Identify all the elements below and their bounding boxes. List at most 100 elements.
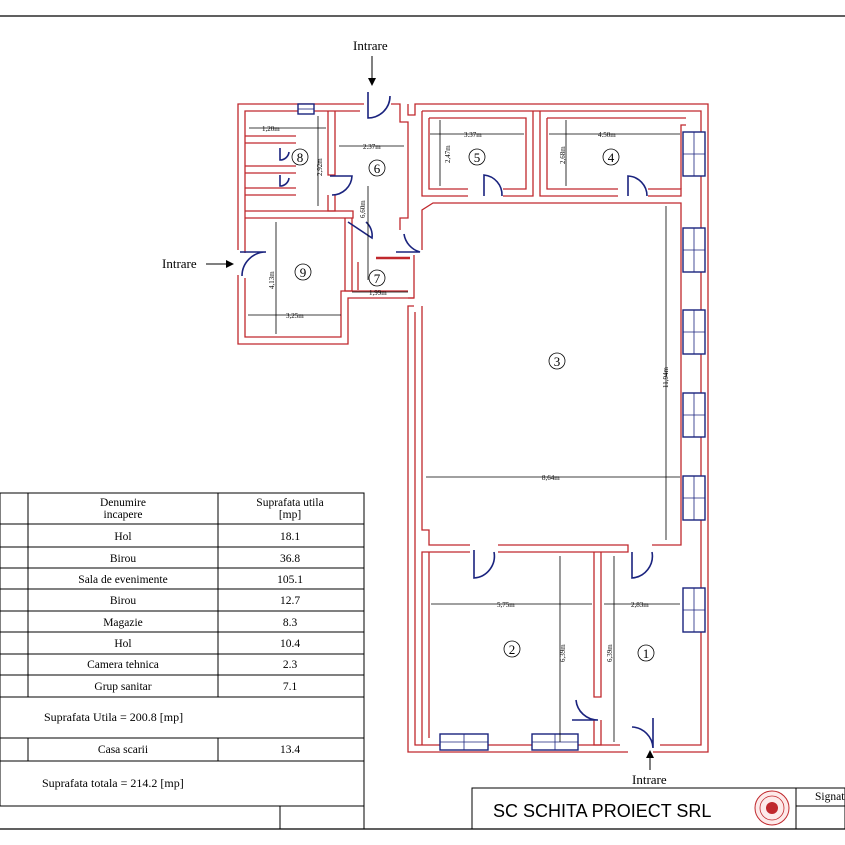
table-grand-total: Suprafata totala = 214.2 [mp]	[42, 776, 184, 790]
dim-r9-width: 3,25m	[286, 312, 304, 320]
table-row-name: Birou	[110, 553, 136, 565]
dim-r9-height: 4,13m	[268, 271, 276, 289]
wall-left-block-inner	[244, 110, 360, 253]
table-row-name: Grup sanitar	[94, 681, 151, 693]
door-room4	[627, 175, 648, 197]
wall-room5-right	[503, 111, 534, 197]
door-entrance-left	[240, 251, 267, 277]
dim-r4-width: 4.50m	[598, 131, 616, 139]
table-header-name-1: Denumire	[100, 497, 146, 509]
doors	[240, 92, 654, 749]
signature-label: Signat	[815, 791, 845, 803]
table-row-area: 2.3	[283, 659, 298, 671]
door-entrance-bottom	[631, 718, 654, 749]
company-stamp	[754, 790, 790, 826]
door-entrance-top	[367, 92, 391, 119]
wall-room3-bottom	[498, 544, 629, 553]
table-row-name: Hol	[114, 638, 131, 650]
table-row-area: 8.3	[283, 617, 298, 629]
wall-room4-inner	[546, 118, 618, 190]
door-room3-top	[396, 233, 421, 253]
door-room8	[330, 175, 353, 196]
dim-r8-height: 2,92m	[316, 158, 324, 176]
room-table-grid	[0, 492, 365, 829]
room-number-6: 6	[374, 161, 381, 176]
dim-r2-width: 5,75m	[497, 601, 515, 609]
room-number-2: 2	[509, 642, 516, 657]
table-row-area: 18.1	[280, 531, 300, 543]
dim-r3-height: 11,94m	[662, 367, 670, 388]
table-row-name: Birou	[110, 595, 136, 607]
wall-room5	[421, 111, 468, 197]
entrance-label-left: Intrare	[162, 256, 197, 271]
table-row-area: 7.1	[283, 681, 298, 693]
entrance-arrowhead-top	[368, 78, 376, 86]
dim-r5-height: 2,47m	[444, 145, 452, 163]
wall-room4-side	[680, 124, 686, 189]
table-row-name: Camera tehnica	[87, 659, 159, 671]
wall-left-block-outer	[237, 103, 364, 250]
wall-main-inner-bottom	[414, 312, 620, 746]
wall-room3-left	[421, 306, 470, 546]
room-number-3: 3	[554, 354, 561, 369]
entrance-arrowhead-left	[226, 260, 234, 268]
wall-main-outer-bottom	[407, 305, 628, 753]
wall-main-outer	[407, 103, 709, 753]
walls	[237, 103, 709, 753]
wall-divider-8-6-low	[327, 195, 336, 212]
dim-r1-width: 2,83m	[631, 601, 649, 609]
title-block	[471, 787, 845, 830]
entrance-arrowhead-bottom	[646, 750, 654, 758]
door-stall-2	[279, 148, 290, 161]
wall-room5-inner	[428, 118, 468, 190]
room-number-5: 5	[474, 150, 481, 165]
wall-room4-right	[648, 188, 682, 197]
wall-divider-2-1	[593, 552, 602, 698]
table-row-name: Sala de evenimente	[78, 574, 167, 586]
wall-divider-2-1-low	[593, 720, 602, 746]
table-row-area: 10.4	[280, 638, 300, 650]
room-number-1: 1	[643, 646, 650, 661]
room-number-4: 4	[608, 150, 615, 165]
room-number-9: 9	[300, 265, 307, 280]
company-name: SC SCHITA PROIECT SRL	[493, 801, 711, 821]
table-row-area: 12.7	[280, 595, 300, 607]
wall-room4	[539, 111, 618, 197]
dim-r5-width: 3.37m	[464, 131, 482, 139]
entrance-label-bottom: Intrare	[632, 772, 667, 787]
wall-divider-8-9	[245, 210, 354, 219]
dim-r7-width: 1,99m	[369, 289, 387, 297]
room-number-7: 7	[374, 271, 381, 286]
room-number-8: 8	[297, 150, 304, 165]
door-room2	[473, 550, 496, 579]
door-room1	[631, 551, 654, 579]
dim-r6-height: 6,60m	[359, 200, 367, 218]
table-row-area: 36.8	[280, 553, 300, 565]
wall-room3-top	[421, 202, 682, 520]
dim-r8-width: 1,20m	[262, 125, 280, 133]
window-mullions	[298, 108, 705, 750]
dim-r6-width: 2.37m	[363, 143, 381, 151]
wall-room6-right	[391, 103, 409, 230]
dim-r2-height: 6,39m	[559, 644, 567, 662]
wall-room5-right-in	[429, 117, 527, 190]
table-header-area-2: [mp]	[279, 509, 301, 521]
table-stair-area: 13.4	[280, 744, 300, 756]
dim-r4-height: 2,68m	[559, 146, 567, 164]
table-row-area: 105.1	[277, 574, 303, 586]
table-stair-name: Casa scarii	[98, 744, 148, 756]
door-room5	[483, 174, 503, 197]
door-stall-1	[279, 175, 290, 187]
wall-room3-bottom-r	[652, 520, 682, 546]
table-row-name: Magazie	[103, 617, 143, 629]
dimension-lines	[248, 116, 680, 742]
wall-divider-9-6	[344, 218, 353, 292]
table-usable-total: Suprafata Utila = 200.8 [mp]	[44, 710, 183, 724]
wall-left-block-outer-lower	[237, 275, 414, 345]
wall-room7-right	[408, 255, 415, 299]
room-circles	[291, 148, 655, 662]
entrance-label-top: Intrare	[353, 38, 388, 53]
door-room9	[347, 221, 373, 240]
wall-room3-bottom-l	[421, 551, 470, 745]
dim-r3-width: 8,64m	[542, 474, 560, 482]
